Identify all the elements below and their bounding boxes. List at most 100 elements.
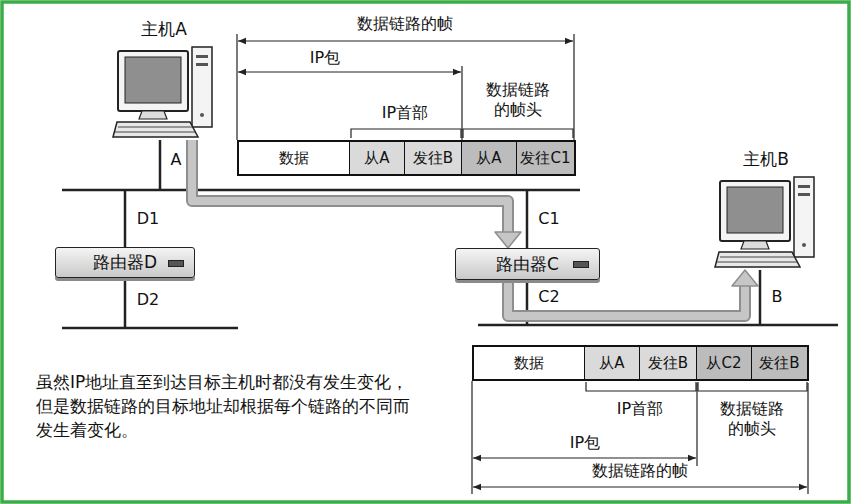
- label-text: C1: [538, 209, 559, 229]
- host-name: 主机A: [112, 17, 216, 41]
- tower: [192, 47, 212, 127]
- ip-header-cell: 从A: [350, 140, 405, 176]
- guide-line: [696, 383, 697, 466]
- flow-arrow: [192, 140, 521, 248]
- network-bus: [62, 327, 238, 330]
- arrow-shaft-outline: [192, 140, 508, 233]
- computer-icon: [112, 45, 216, 140]
- arrow-shaft-outline: [508, 280, 745, 316]
- bracket: [463, 129, 573, 138]
- label-text: IP首部: [617, 399, 663, 419]
- host-wire: [159, 140, 162, 190]
- span-label: IP包: [570, 433, 600, 453]
- label-text: 数据链路的帧: [357, 14, 453, 34]
- arrow-head: [732, 270, 758, 286]
- router-box: 路由器D: [55, 247, 195, 278]
- tower: [794, 177, 814, 257]
- link-header-cell: 从A: [462, 140, 517, 176]
- span-arrow: [473, 457, 696, 458]
- drive-slot: [196, 55, 208, 58]
- monitor-stand: [139, 111, 167, 119]
- port-label: C1: [538, 209, 559, 229]
- keyboard: [715, 252, 800, 267]
- port-label: A: [171, 150, 182, 170]
- label-text: B: [772, 287, 783, 307]
- ip-header-cell: 从A: [585, 345, 640, 381]
- router-wire: [124, 190, 127, 247]
- power-button: [200, 113, 204, 117]
- bracket: [351, 129, 461, 138]
- host-name: 主机B: [712, 147, 820, 171]
- guide-line: [236, 34, 237, 140]
- drive-slot: [798, 185, 810, 188]
- monitor: [720, 181, 790, 241]
- port-label: C2: [538, 287, 559, 307]
- cell-text: 从C2: [706, 354, 741, 373]
- label-text: C2: [538, 287, 559, 307]
- cell-text: 发往B: [759, 354, 799, 373]
- bracket-label: 数据链路 的帧头: [483, 80, 553, 120]
- label-text: IP首部: [382, 103, 428, 123]
- span-label: 数据链路的帧: [357, 14, 453, 34]
- host-wire: [759, 270, 762, 325]
- caption-text: 虽然IP地址直至到达目标主机时都没有发生变化， 但是数据链路的目标地址却根据每个…: [36, 370, 430, 442]
- bracket-label: IP首部: [382, 103, 428, 123]
- label-text: 数据链路的帧: [592, 461, 688, 481]
- router-name: 路由器D: [93, 251, 157, 274]
- cell-text: 从A: [364, 149, 389, 168]
- bracket-label: IP首部: [617, 399, 663, 419]
- guide-line: [573, 34, 574, 140]
- cell-text: 从A: [599, 354, 624, 373]
- frame-data-cell: 数据: [472, 345, 585, 381]
- cell-text: 数据: [514, 354, 544, 373]
- monitor: [118, 51, 188, 111]
- cell-text: 从A: [476, 149, 501, 168]
- port-label: D1: [137, 209, 160, 229]
- cell-text: 发往C1: [520, 149, 570, 168]
- bracket: [586, 382, 696, 391]
- host-computer: 主机A: [112, 17, 216, 140]
- span-arrow: [238, 40, 573, 41]
- port-label: B: [772, 287, 783, 307]
- label-text: 数据链路 的帧头: [717, 399, 787, 439]
- keyboard-keys: [115, 127, 195, 132]
- link-header-cell: 发往B: [752, 345, 809, 381]
- bracket-label: 数据链路 的帧头: [717, 399, 787, 439]
- power-button: [802, 243, 806, 247]
- arrow-shaft: [192, 140, 508, 233]
- keyboard: [113, 122, 198, 137]
- drive-slot: [798, 193, 810, 196]
- ip-header-cell: 发往B: [640, 345, 697, 381]
- indicator-light: [168, 260, 184, 267]
- cell-text: 数据: [279, 149, 309, 168]
- computer-icon: [712, 175, 820, 270]
- router-wire: [124, 277, 127, 328]
- screen: [125, 57, 181, 103]
- router-name: 路由器C: [496, 253, 559, 276]
- label-text: D2: [137, 290, 160, 310]
- arrow-shaft: [508, 280, 745, 316]
- guide-line: [471, 381, 472, 494]
- link-header-cell: 发往C1: [517, 140, 576, 176]
- label-text: IP包: [310, 48, 340, 68]
- span-arrow: [473, 486, 807, 487]
- arrow-head: [495, 232, 521, 248]
- span-label: 数据链路的帧: [592, 461, 688, 481]
- host-computer: 主机B: [712, 147, 820, 270]
- span-label: IP包: [310, 48, 340, 68]
- router-wire: [526, 190, 529, 248]
- keyboard-keys: [717, 257, 797, 262]
- span-arrow: [238, 71, 461, 72]
- label-text: 数据链路 的帧头: [483, 80, 553, 120]
- screen: [727, 187, 783, 233]
- label-text: D1: [137, 209, 160, 229]
- frame-data-cell: 数据: [237, 140, 350, 176]
- ip-header-cell: 发往B: [405, 140, 462, 176]
- label-text: IP包: [570, 433, 600, 453]
- indicator-light: [573, 261, 589, 268]
- guide-line: [807, 383, 808, 494]
- caption-box: 虽然IP地址直至到达目标主机时都没有发生变化， 但是数据链路的目标地址却根据每个…: [36, 370, 430, 442]
- link-header-cell: 从C2: [697, 345, 752, 381]
- network-bus: [478, 324, 838, 327]
